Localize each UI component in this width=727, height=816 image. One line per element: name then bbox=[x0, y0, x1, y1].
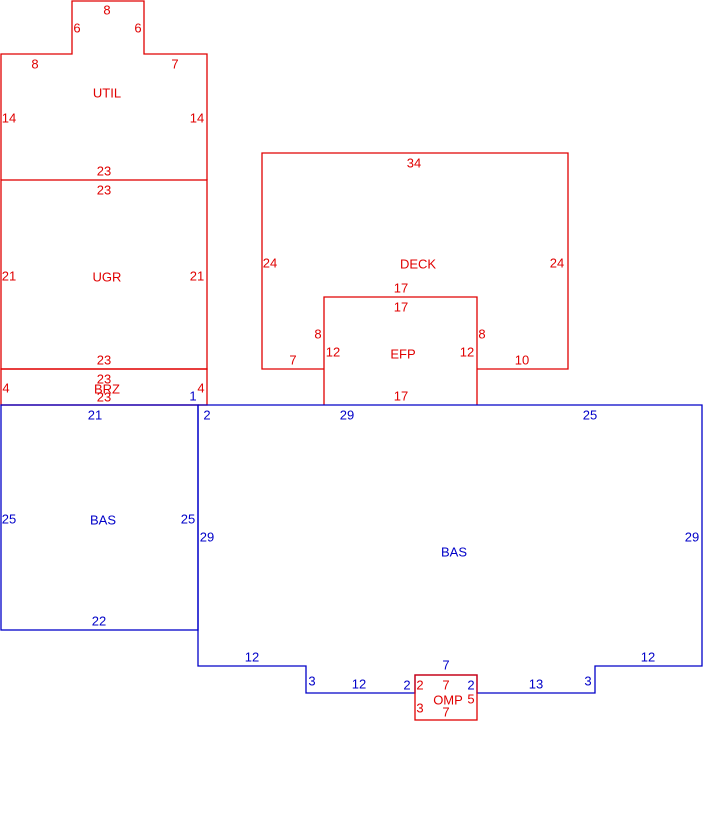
dim-label: 14 bbox=[2, 110, 16, 125]
dim-label: 23 bbox=[97, 371, 111, 386]
dim-label: 12 bbox=[245, 649, 259, 664]
dim-label: 2 bbox=[403, 677, 410, 692]
dim-label: 23 bbox=[97, 389, 111, 404]
dim-label: 29 bbox=[685, 529, 699, 544]
dim-label: 2 bbox=[467, 677, 474, 692]
dim-label: 17 bbox=[394, 299, 408, 314]
dim-label: 8 bbox=[103, 2, 110, 17]
dim-label: 12 bbox=[460, 344, 474, 359]
dim-label: 3 bbox=[416, 700, 423, 715]
dim-label: 24 bbox=[263, 255, 277, 270]
dim-label: 2 bbox=[416, 677, 423, 692]
area-label-bas-main: BAS bbox=[441, 544, 467, 559]
dim-label: 29 bbox=[340, 407, 354, 422]
dim-label: 4 bbox=[2, 380, 9, 395]
dim-label: 3 bbox=[584, 673, 591, 688]
dim-label: 8 bbox=[478, 326, 485, 341]
dim-label: 21 bbox=[2, 268, 16, 283]
dim-label: 21 bbox=[88, 407, 102, 422]
dim-label: 13 bbox=[529, 676, 543, 691]
dim-label: 8 bbox=[31, 56, 38, 71]
area-label-efp: EFP bbox=[390, 346, 415, 361]
area-label-brz: BRZ bbox=[94, 381, 120, 396]
area-label-bas-left: BAS bbox=[90, 512, 116, 527]
dim-label: 2 bbox=[203, 407, 210, 422]
area-label-deck: DECK bbox=[400, 256, 436, 271]
dim-label: 7 bbox=[171, 56, 178, 71]
dim-label: 23 bbox=[97, 352, 111, 367]
dim-label: 6 bbox=[73, 20, 80, 35]
dim-label: 21 bbox=[190, 268, 204, 283]
dim-label: 7 bbox=[442, 657, 449, 672]
dim-label: 8 bbox=[314, 326, 321, 341]
efp-outline bbox=[323, 296, 478, 405]
dim-label: 25 bbox=[2, 511, 16, 526]
omp-outline bbox=[414, 674, 478, 721]
dim-label: 5 bbox=[467, 691, 474, 706]
dim-label: 23 bbox=[97, 182, 111, 197]
dim-label: 25 bbox=[181, 511, 195, 526]
dim-label: 23 bbox=[97, 163, 111, 178]
dim-label: 25 bbox=[583, 407, 597, 422]
deck-outline bbox=[261, 152, 569, 370]
dim-label: 7 bbox=[442, 704, 449, 719]
dim-label: 4 bbox=[197, 380, 204, 395]
area-label-omp: OMP bbox=[433, 692, 463, 707]
util-outline bbox=[0, 0, 208, 180]
dim-label: 3 bbox=[308, 673, 315, 688]
dim-label: 1 bbox=[189, 388, 196, 403]
dim-label: 22 bbox=[92, 613, 106, 628]
dim-label: 17 bbox=[394, 388, 408, 403]
area-label-util: UTIL bbox=[93, 85, 121, 100]
dim-label: 7 bbox=[442, 677, 449, 692]
dim-label: 29 bbox=[200, 529, 214, 544]
dim-label: 17 bbox=[394, 280, 408, 295]
dim-label: 10 bbox=[515, 352, 529, 367]
dim-label: 12 bbox=[326, 344, 340, 359]
dim-label: 7 bbox=[289, 352, 296, 367]
dim-label: 6 bbox=[134, 20, 141, 35]
dim-label: 12 bbox=[641, 649, 655, 664]
dim-label: 24 bbox=[550, 255, 564, 270]
dim-label: 12 bbox=[352, 676, 366, 691]
area-label-ugr: UGR bbox=[93, 269, 122, 284]
dim-label: 34 bbox=[407, 155, 421, 170]
dim-label: 14 bbox=[190, 110, 204, 125]
